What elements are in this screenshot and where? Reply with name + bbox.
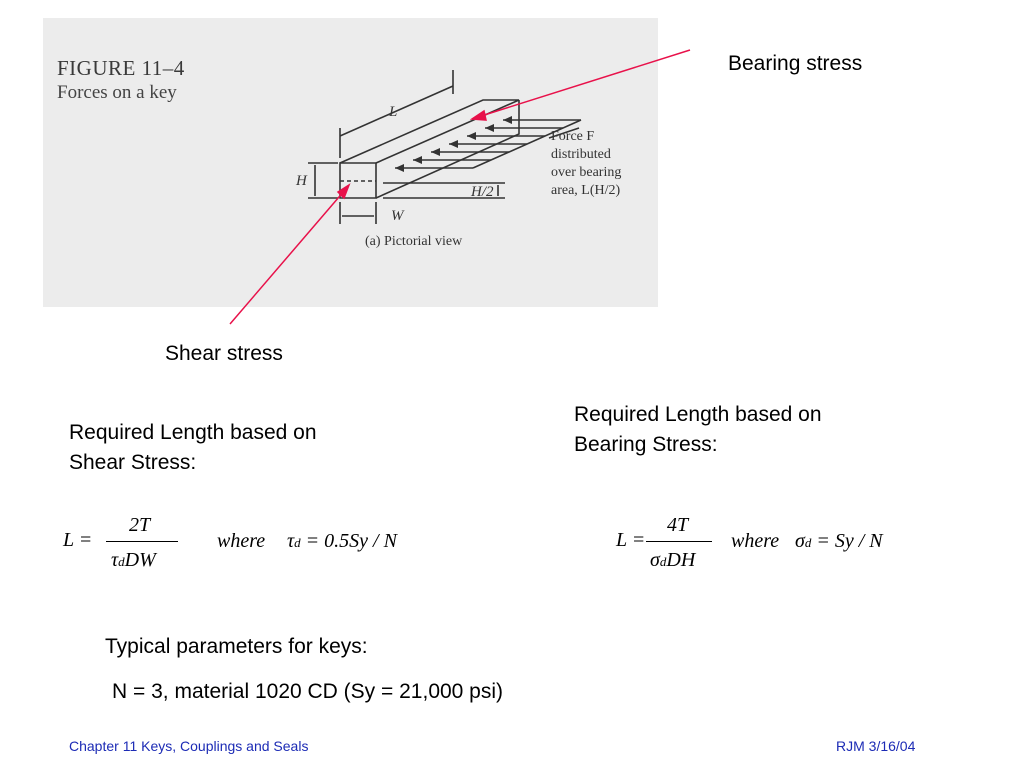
footer-chapter: Chapter 11 Keys, Couplings and Seals [69,738,309,754]
bearing-length-heading: Required Length based on Bearing Stress: [574,403,822,456]
shear-fraction-bar [106,541,178,542]
figure-caption: (a) Pictorial view [365,234,463,249]
bearing-fraction-bar [646,541,712,542]
figure-title: FIGURE 11–4 [57,56,185,80]
length-dimension-line [339,85,454,137]
figure-subtitle: Forces on a key [57,82,177,103]
key-top-face [339,99,520,164]
shear-eq-where: where [217,530,266,552]
shear-eq-rhs: τd = 0.5Sy / N [287,530,397,552]
footer-author-date: RJM 3/16/04 [836,738,916,754]
shear-eq-numerator: 2T [129,514,151,536]
params-line: N = 3, material 1020 CD (Sy = 21,000 psi… [112,680,504,703]
shear-eq-denominator: τdDW [111,549,156,571]
bearing-eq-lhs: L = [616,529,646,551]
key-forces-figure: FIGURE 11–4 Forces on a key [43,18,658,307]
bearing-eq-rhs: σd = Sy / N [795,530,883,552]
bearing-eq-where: where [731,530,780,552]
label-H: H [296,173,307,189]
shear-length-heading: Required Length based on Shear Stress: [69,421,317,474]
label-L: L [389,104,398,120]
shear-eq-lhs: L = [63,529,93,551]
label-W: W [391,208,404,224]
bearing-eq-denominator: σdDH [650,549,696,571]
bearing-eq-numerator: 4T [667,514,689,536]
shear-stress-label: Shear stress [165,342,283,365]
bearing-stress-label: Bearing stress [728,52,863,75]
force-description: Force F distributed over bearing area, L… [551,129,622,198]
label-H2: H/2 [471,184,494,200]
params-heading: Typical parameters for keys: [105,635,368,658]
